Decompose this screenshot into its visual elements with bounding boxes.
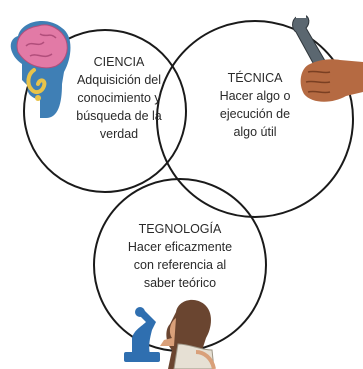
brain-head-icon (10, 21, 71, 118)
title-tecnologia: TEGNOLOGÍA (138, 222, 222, 236)
desc-tecnologia-line-3: saber teórico (143, 276, 217, 290)
scientist-microscope-icon (124, 299, 216, 369)
title-tecnica: TÉCNICA (227, 71, 283, 85)
desc-tecnica-line-2: ejecución de (219, 107, 291, 121)
desc-tecnica-line-3: algo útil (233, 125, 277, 139)
circle-tecnica (156, 20, 354, 218)
title-ciencia: CIENCIA (93, 55, 145, 69)
label-ciencia: CIENCIA Adquisición del conocimiento y b… (56, 53, 182, 143)
desc-ciencia-line-4: verdad (99, 127, 139, 141)
desc-tecnica-line-1: Hacer algo o (219, 89, 291, 103)
desc-tecnologia-line-1: Hacer eficazmente (127, 240, 233, 254)
label-tecnologia: TEGNOLOGÍA Hacer eficazmente con referen… (108, 220, 252, 292)
desc-ciencia-line-3: búsqueda de la (76, 109, 162, 123)
desc-tecnologia-line-2: con referencia al (133, 258, 227, 272)
wrench-hand-icon (292, 10, 363, 102)
desc-ciencia-line-2: conocimiento y (77, 91, 161, 105)
circle-ciencia (23, 29, 187, 193)
desc-ciencia-line-1: Adquisición del (76, 73, 162, 87)
label-tecnica: TÉCNICA Hacer algo o ejecución de algo ú… (205, 69, 305, 141)
